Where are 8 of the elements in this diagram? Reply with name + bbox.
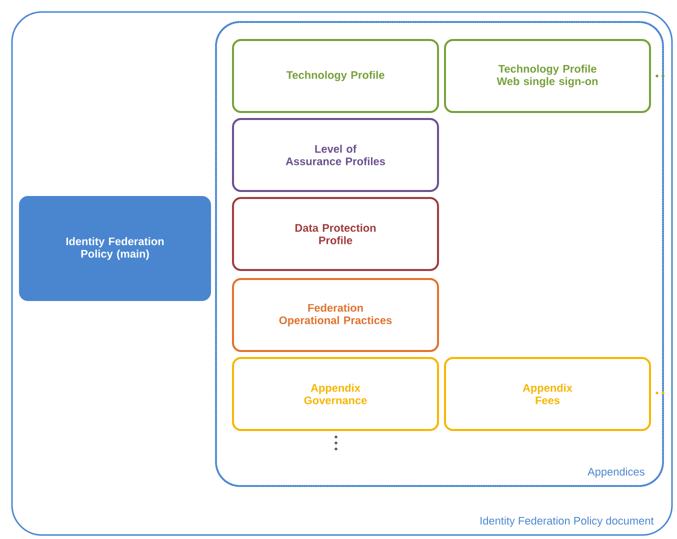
appendix-box: Data Protection Profile: [232, 197, 439, 271]
appendix-box: Appendix Fees: [444, 357, 651, 431]
appendix-box: Appendix Governance: [232, 357, 439, 431]
policy-box: Identity Federation Policy (main): [19, 196, 211, 301]
appendix-box: Technology Profile Web single sign-on: [444, 39, 651, 113]
appendix-box: Level of Assurance Profiles: [232, 118, 439, 192]
appendix-box: Federation Operational Practices: [232, 278, 439, 352]
appendix-box: Technology Profile: [232, 39, 439, 113]
